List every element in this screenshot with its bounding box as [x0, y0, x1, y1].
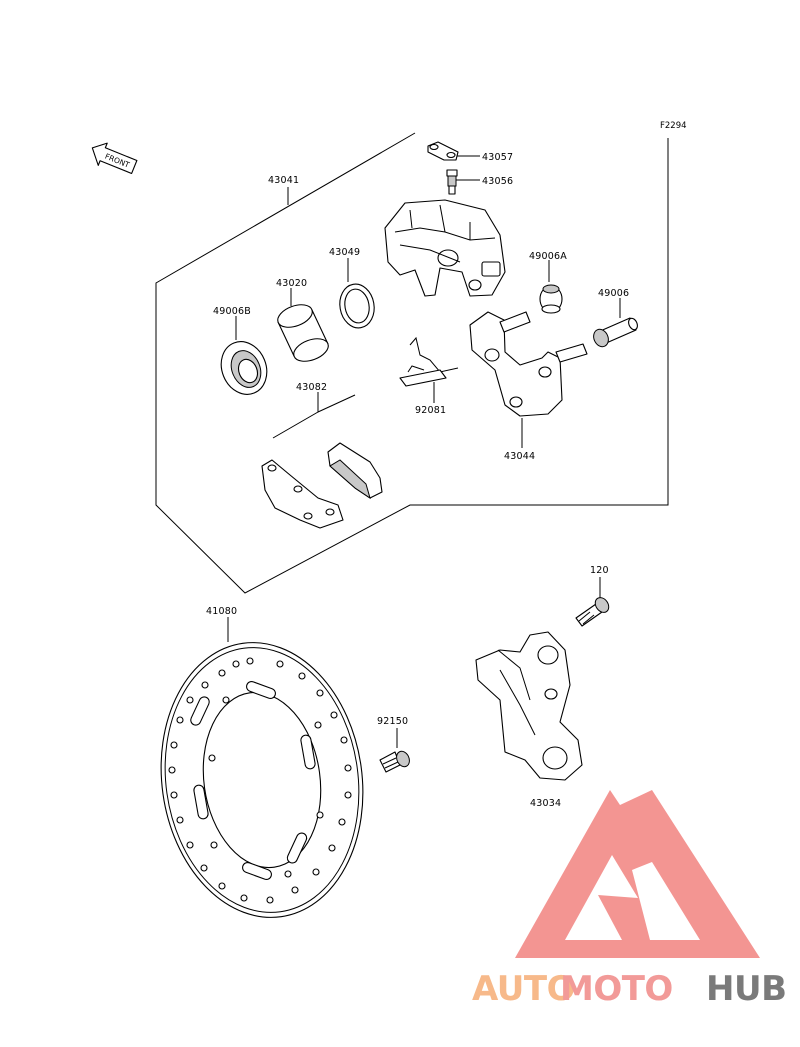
dust-boot-part	[220, 341, 268, 395]
brake-pads-part	[261, 442, 383, 529]
disc-holes	[168, 657, 352, 904]
label-49006: 49006	[598, 288, 629, 299]
watermark-logo	[515, 790, 760, 958]
label-92081: 92081	[415, 405, 446, 416]
front-arrow-icon: FRONT	[91, 142, 138, 175]
watermark-text-moto: MOTO	[560, 969, 673, 1009]
label-41080: 41080	[206, 606, 237, 617]
label-43082: 43082	[296, 382, 327, 393]
label-49006B: 49006B	[213, 306, 251, 317]
pin-boot-part	[539, 284, 563, 314]
watermark-text-auto: AUTO	[472, 969, 575, 1009]
label-49006A: 49006A	[529, 251, 567, 262]
label-43057: 43057	[482, 152, 513, 163]
label-43044: 43044	[504, 451, 535, 462]
label-43034: 43034	[530, 798, 561, 809]
pin-bolt-part	[593, 317, 638, 348]
watermark-text-hub: HUB	[706, 969, 786, 1009]
disc-bolt-part	[379, 750, 410, 773]
label-43049: 43049	[329, 247, 360, 258]
pad-spring-part	[399, 336, 459, 387]
caliper-bracket-part	[469, 311, 588, 417]
brake-disc-part	[160, 642, 364, 918]
figure-code: F2294	[660, 121, 687, 131]
caliper-mount-bracket-part	[475, 631, 583, 781]
label-43041: 43041	[268, 175, 299, 186]
piston-part	[277, 304, 329, 362]
mounting-bolt-part	[575, 597, 610, 627]
label-43020: 43020	[276, 278, 307, 289]
watermark-triangle-icon	[515, 790, 760, 958]
caliper-body-part	[384, 199, 506, 297]
label-43056: 43056	[482, 176, 513, 187]
label-120: 120	[590, 565, 609, 576]
assembly-outline	[155, 132, 669, 594]
seal-ring-part	[339, 283, 375, 329]
bleeder-cap-part	[427, 141, 459, 161]
label-92150: 92150	[377, 716, 408, 727]
disc-slots	[190, 681, 316, 880]
bleeder-valve-part	[446, 169, 458, 195]
